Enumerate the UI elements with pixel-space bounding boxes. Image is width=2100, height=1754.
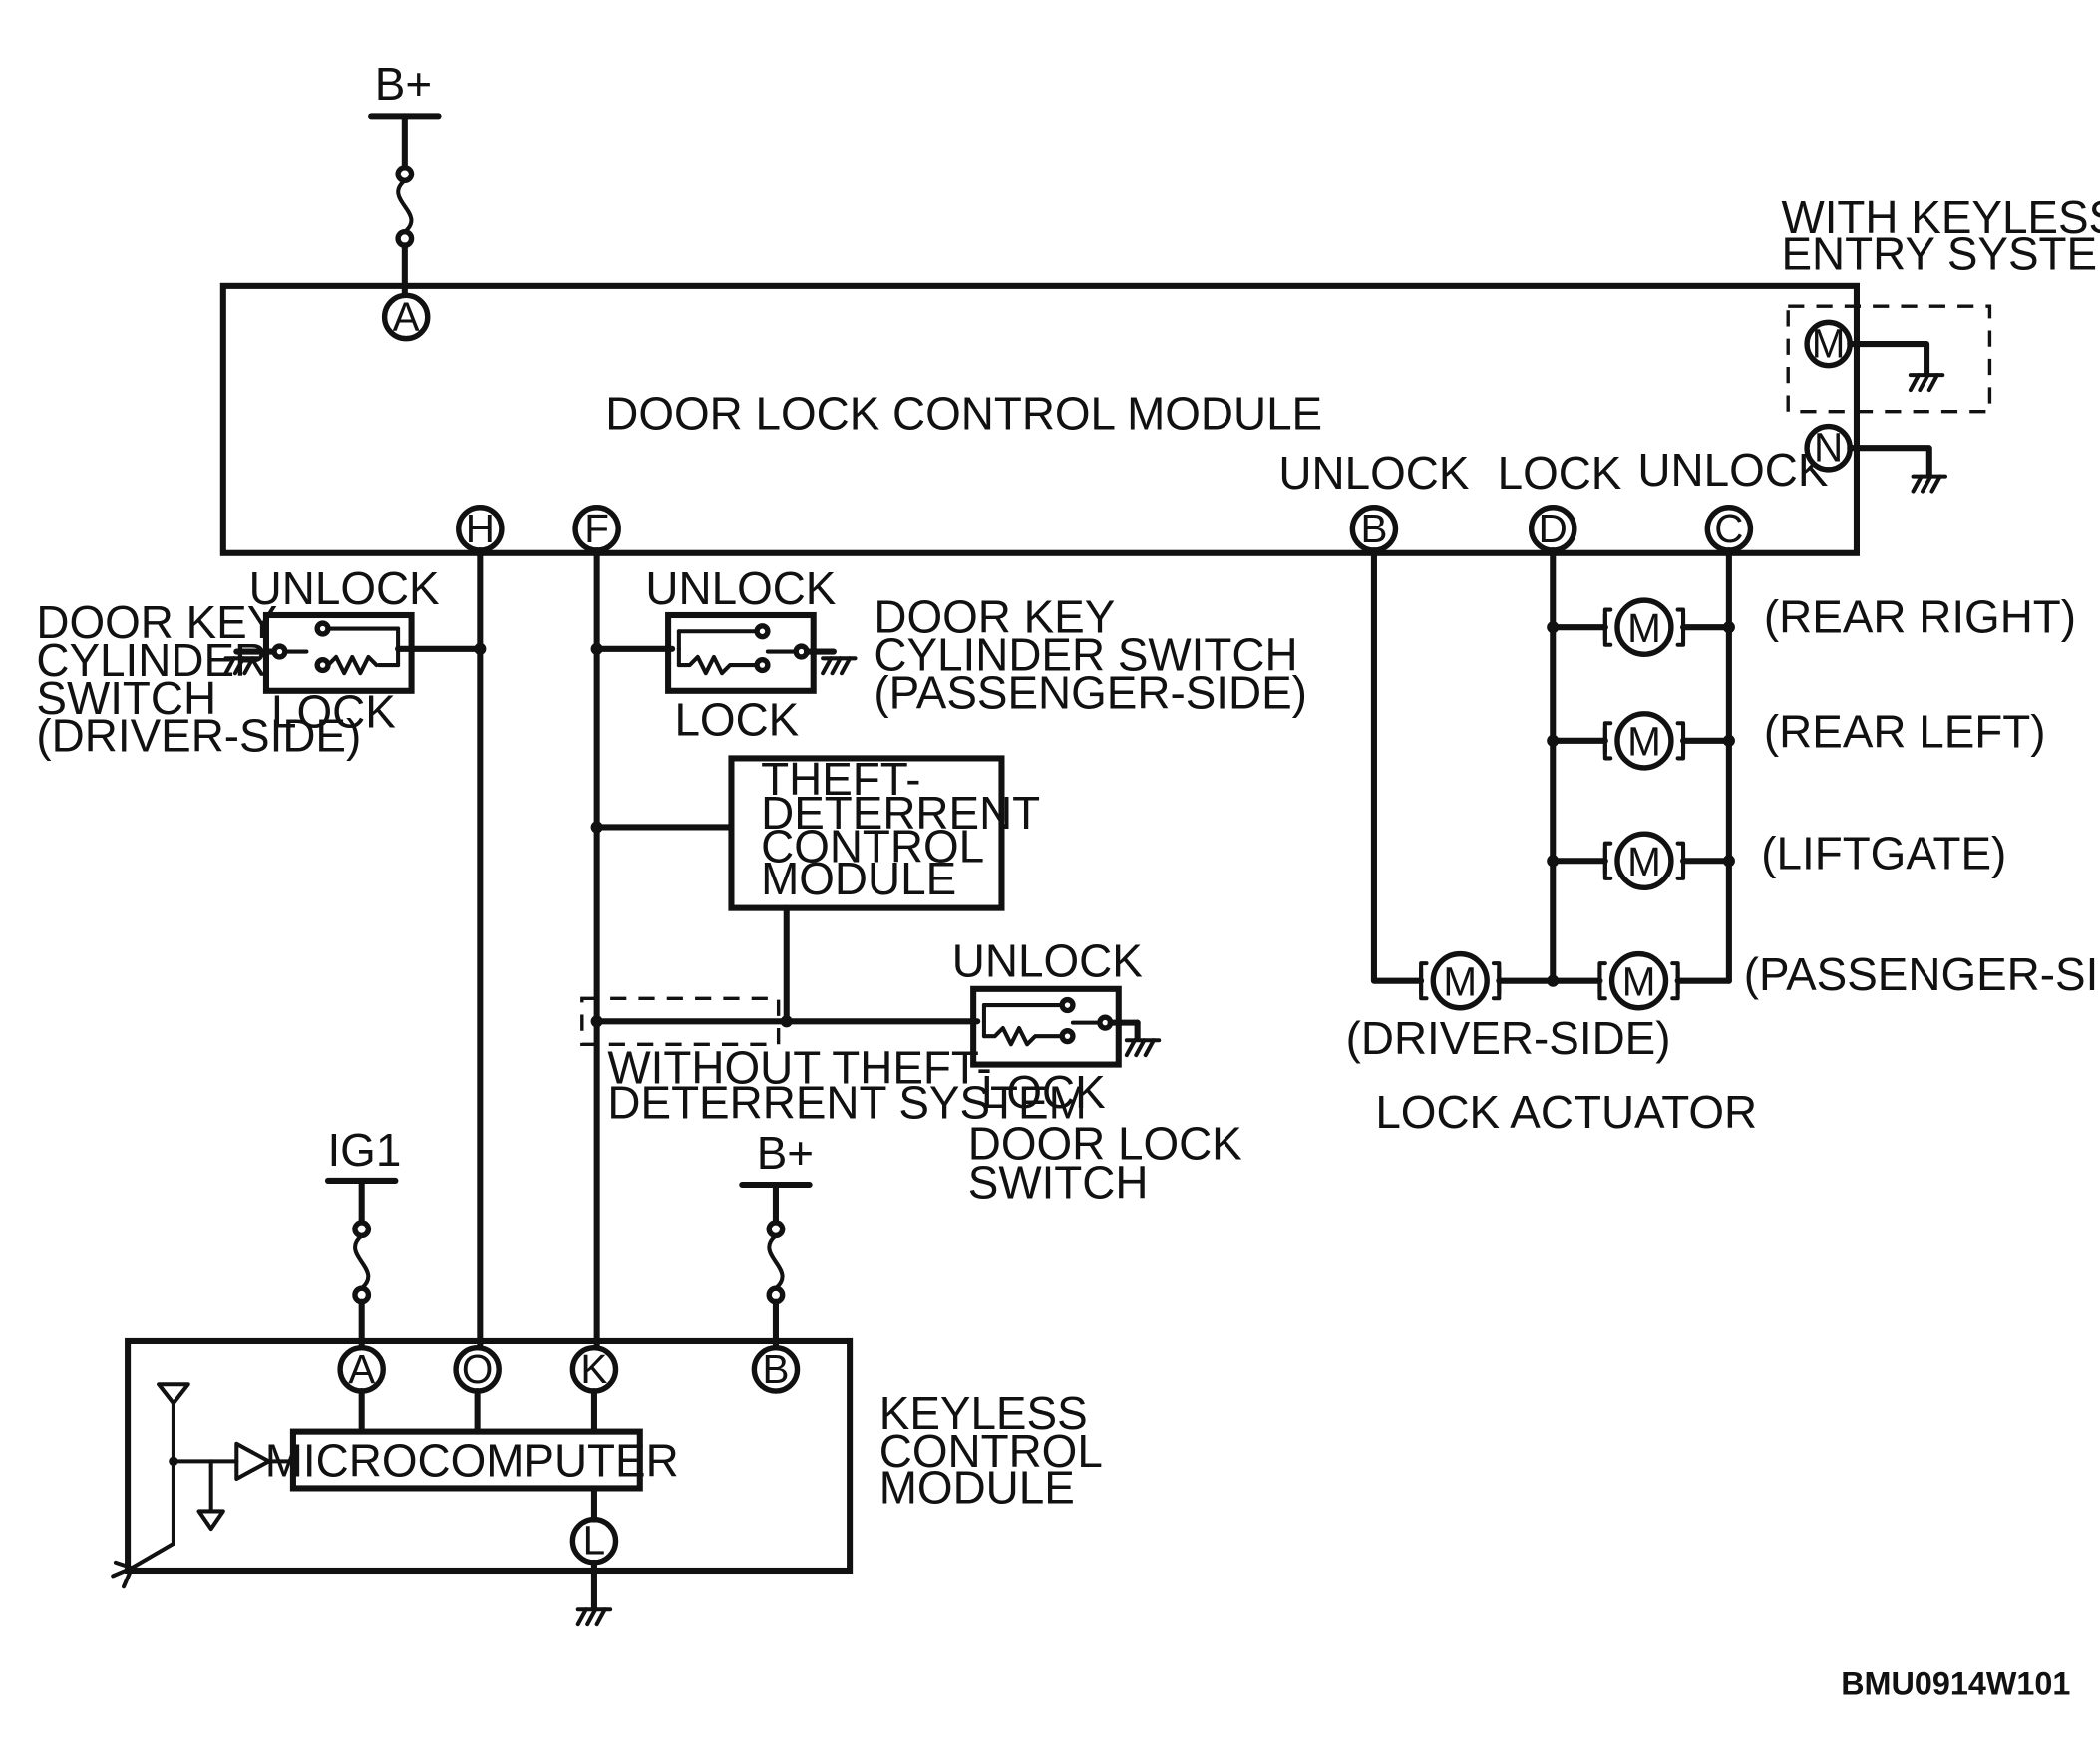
keyless-pin-b: B — [751, 1345, 801, 1394]
svg-text:N: N — [1814, 425, 1843, 471]
motor-driver-side: M — [1421, 954, 1499, 1008]
svg-text:M: M — [1627, 719, 1661, 765]
keyless-module-name-line3: MODULE — [879, 1461, 1075, 1513]
actuator-label-rear-right: (REAR RIGHT) — [1764, 591, 2076, 643]
svg-text:M: M — [1443, 959, 1477, 1005]
pin-c: C — [1704, 505, 1754, 553]
keyless-module-name-line2: CONTROL — [879, 1425, 1103, 1477]
svg-text:K: K — [580, 1346, 607, 1392]
figure-code: BMU0914W101 — [1841, 1665, 2070, 1701]
theft-module-name-line2: DETERRENT — [761, 787, 1040, 839]
keyless-entry-note-line1: WITH KEYLESS — [1781, 191, 2100, 243]
actuator-label-liftgate: (LIFTGATE) — [1761, 827, 2006, 878]
svg-text:A: A — [393, 293, 420, 339]
driver-switch-name-line3: SWITCH — [36, 672, 216, 724]
top-b-plus-supply: B+ — [368, 58, 442, 298]
keyless-control-module-box — [125, 1337, 854, 1575]
driver-switch-name-line2: CYLINDER — [36, 634, 267, 686]
pin-b: B — [1349, 505, 1399, 553]
lock-actuator-title: LOCK ACTUATOR — [1375, 1086, 1757, 1138]
keyless-pin-o: O — [453, 1345, 502, 1394]
door-lock-switch-lock-label: LOCK — [981, 1066, 1106, 1118]
lock-actuator-wiring — [1370, 547, 1735, 987]
actuator-label-rear-left: (REAR LEFT) — [1764, 706, 2046, 758]
theft-module-name-line1: THEFT- — [761, 753, 920, 805]
driver-switch-name-line4: (DRIVER-SIDE) — [36, 710, 361, 762]
passenger-switch-name-line3: (PASSENGER-SIDE) — [874, 666, 1307, 718]
svg-text:H: H — [466, 506, 495, 551]
theft-deterrent-control-module: THEFT- DETERRENT CONTROL MODULE — [590, 753, 1040, 1025]
pin-c-unlock-label: UNLOCK — [1637, 444, 1828, 496]
svg-text:M: M — [1622, 959, 1656, 1005]
without-theft-note-line2: DETERRENT SYSTEM — [607, 1077, 1086, 1129]
driver-switch-lock-label: LOCK — [271, 685, 396, 737]
ig1-supply: IG1 — [324, 1124, 401, 1351]
svg-text:B: B — [762, 1346, 789, 1392]
svg-text:F: F — [584, 506, 609, 551]
svg-text:M: M — [1812, 320, 1846, 366]
driver-key-cylinder-switch: UNLOCK LOCK — [226, 562, 487, 737]
pin-d: D — [1528, 505, 1577, 553]
door-lock-switch-name-line2: SWITCH — [968, 1156, 1149, 1208]
motor-liftgate: M — [1605, 834, 1683, 887]
passenger-switch-unlock-label: UNLOCK — [645, 562, 836, 614]
theft-module-name-line3: CONTROL — [761, 821, 984, 873]
keyless-pin-l: L — [569, 1516, 619, 1566]
driver-switch-unlock-label: UNLOCK — [249, 562, 440, 614]
passenger-switch-name-line2: CYLINDER SWITCH — [874, 628, 1297, 680]
door-lock-switch-name-line1: DOOR LOCK — [968, 1117, 1242, 1169]
passenger-switch-lock-label: LOCK — [674, 693, 799, 745]
svg-text:B: B — [1360, 506, 1387, 551]
top-b-plus-label: B+ — [375, 58, 432, 110]
pin-f: F — [572, 505, 621, 553]
driver-switch-name-line1: DOOR KEY — [36, 596, 277, 648]
passenger-key-cylinder-switch: UNLOCK LOCK — [590, 562, 856, 745]
keyless-b-plus-label: B+ — [757, 1127, 814, 1179]
keyless-pin-a: A — [337, 1345, 386, 1394]
pin-a: A — [381, 292, 431, 342]
motor-passenger-side: M — [1599, 954, 1677, 1008]
keyless-module-name-line1: KEYLESS — [879, 1387, 1088, 1439]
actuator-label-driver-side: (DRIVER-SIDE) — [1346, 1012, 1671, 1064]
pin-m: M — [1804, 319, 1853, 369]
svg-text:D: D — [1539, 506, 1568, 551]
door-lock-switch: UNLOCK LOCK — [590, 935, 1160, 1118]
svg-text:M: M — [1627, 839, 1661, 884]
svg-text:M: M — [1627, 605, 1661, 651]
motor-rear-left: M — [1605, 714, 1683, 768]
antenna-amplifier-icon — [111, 1382, 295, 1589]
door-lock-control-module-title: DOOR LOCK CONTROL MODULE — [605, 387, 1322, 439]
keyless-pin-k: K — [569, 1345, 619, 1394]
without-theft-note-line1: WITHOUT THEFT- — [607, 1041, 991, 1093]
passenger-switch-name-line1: DOOR KEY — [874, 591, 1115, 643]
door-lock-control-module-box — [219, 282, 1860, 556]
pin-b-unlock-label: UNLOCK — [1278, 447, 1469, 499]
pin-n: N — [1804, 423, 1853, 473]
svg-text:A: A — [348, 1346, 375, 1392]
theft-module-name-line4: MODULE — [761, 853, 956, 904]
without-theft-dashed-box — [580, 996, 781, 1046]
svg-text:C: C — [1714, 506, 1743, 551]
keyless-b-plus-supply: B+ — [739, 1127, 814, 1351]
motor-rear-right: M — [1605, 600, 1683, 654]
keyless-entry-dashed-box — [1786, 304, 1992, 414]
door-lock-switch-unlock-label: UNLOCK — [952, 935, 1143, 987]
svg-text:O: O — [462, 1346, 493, 1392]
pin-h: H — [456, 505, 505, 553]
pin-d-lock-label: LOCK — [1498, 447, 1622, 499]
microcomputer-label: MICROCOMPUTER — [265, 1434, 679, 1486]
svg-text:L: L — [583, 1518, 606, 1564]
ig1-label: IG1 — [327, 1124, 401, 1176]
actuator-label-passenger-side: (PASSENGER-SIDE) — [1744, 948, 2100, 1000]
keyless-entry-note-line2: ENTRY SYSTEM — [1781, 228, 2100, 280]
